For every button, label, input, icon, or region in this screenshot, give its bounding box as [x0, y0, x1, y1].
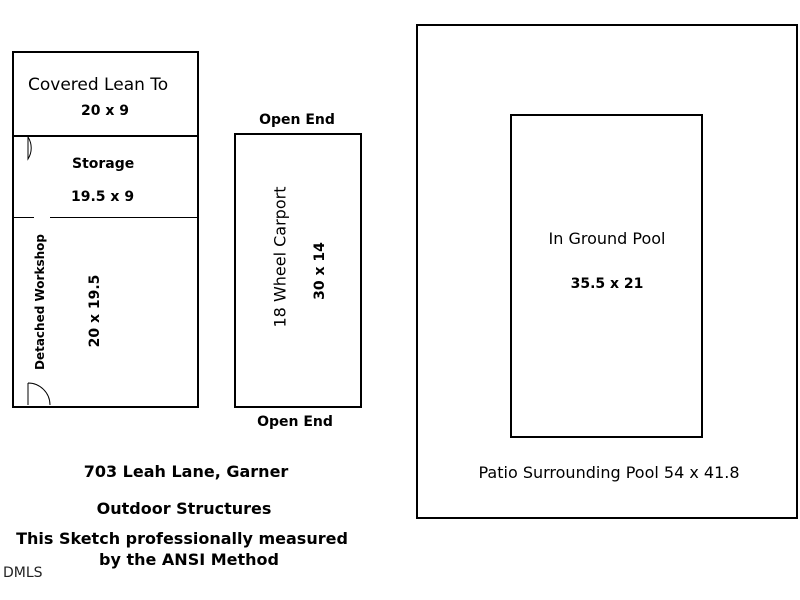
carport-dims: 30 x 14: [312, 242, 328, 300]
carport: [234, 133, 362, 408]
storage-partition-left: [14, 217, 34, 218]
measurement-note-line1: This Sketch professionally measured: [16, 529, 348, 548]
workshop-door-swing: [27, 382, 51, 406]
storage-dims: 19.5 x 9: [71, 189, 135, 205]
watermark: DMLS: [3, 565, 43, 581]
carport-bottom-open-end: Open End: [257, 414, 333, 430]
pool-dims: 35.5 x 21: [570, 276, 644, 292]
patio: [416, 24, 798, 519]
pool-label: In Ground Pool: [548, 229, 666, 248]
carport-label: 18 Wheel Carport: [270, 186, 290, 328]
storage-partition-right: [50, 217, 197, 218]
carport-top-open-end: Open End: [259, 112, 335, 128]
measurement-note-line2: by the ANSI Method: [99, 550, 279, 569]
storage-label: Storage: [72, 156, 135, 172]
subtitle: Outdoor Structures: [96, 499, 272, 518]
patio-label: Patio Surrounding Pool 54 x 41.8: [478, 463, 740, 482]
workshop-dims: 20 x 19.5: [87, 274, 103, 348]
storage-door-swing: [27, 137, 32, 161]
address: 703 Leah Lane, Garner: [83, 462, 289, 481]
storage-workshop-building: [12, 135, 199, 408]
lean-to-dims: 20 x 9: [80, 103, 130, 119]
in-ground-pool: [510, 114, 703, 438]
workshop-label: Detached Workshop: [33, 234, 47, 370]
lean-to-label: Covered Lean To: [28, 75, 169, 95]
